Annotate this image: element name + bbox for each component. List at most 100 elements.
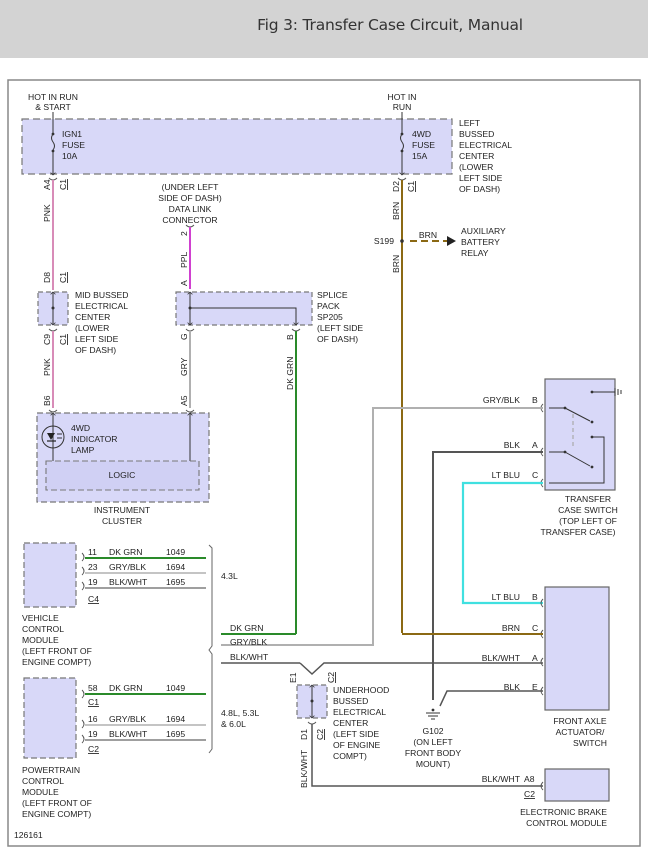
ign1-fuse-label-1: IGN1	[62, 129, 82, 139]
wire-gry-blk	[221, 407, 543, 646]
conn-c2-bot: C2	[315, 729, 325, 740]
pcm-line-4: (LEFT FRONT OF	[22, 798, 92, 808]
cluster-label-2: CLUSTER	[102, 516, 142, 526]
tcs-wire-a-label: BLK	[504, 440, 521, 450]
underhood-junction	[310, 699, 314, 703]
dlc-line-1: (UNDER LEFT	[162, 182, 220, 192]
bus-label-dk-grn: DK GRN	[230, 623, 263, 633]
connector-b6	[48, 409, 58, 413]
pcm-row-1: 58 DK GRN 1049	[88, 683, 185, 693]
g102-line-1: G102	[422, 726, 443, 736]
engine-bracket	[208, 544, 213, 754]
wire-label-pnk-2: PNK	[42, 358, 52, 376]
tcs-pin-b: B	[532, 395, 538, 405]
sp-line-3: SP205	[317, 312, 343, 322]
fa-pin-e: E	[532, 682, 538, 692]
dlc-line-4: CONNECTOR	[162, 215, 217, 225]
vcm-connector-cups	[81, 552, 85, 591]
diagram-frame	[7, 79, 641, 847]
4wd-fuse-label-1: 4WD	[412, 129, 431, 139]
logic-block	[45, 460, 200, 491]
pin-e1: E1	[288, 672, 298, 683]
fa-pin-b: B	[532, 592, 538, 602]
conn-c1-d: C1	[58, 334, 68, 345]
hot-in-run-start-label-1: HOT IN RUN	[28, 92, 78, 102]
engine-43l-label: 4.3L	[221, 571, 238, 581]
pcm-wire-label: DK GRN	[109, 683, 142, 693]
vehicle-control-module	[23, 542, 77, 608]
vcm-wire-label: BLK/WHT	[109, 577, 148, 587]
figure-id: 126161	[14, 830, 43, 840]
vcm-line-5: ENGINE COMPT)	[22, 657, 91, 667]
g102-line-2: (ON LEFT	[413, 737, 453, 747]
g102-line-4: MOUNT)	[416, 759, 451, 769]
tcs-line-4: TRANSFER CASE)	[541, 527, 616, 537]
sp-line-2: PACK	[317, 301, 340, 311]
lbc-line-3: ELECTRICAL	[459, 140, 512, 150]
logic-label: LOGIC	[109, 470, 136, 480]
wire-lt-blu	[461, 481, 543, 605]
ebcm-wire-label: BLK/WHT	[482, 774, 521, 784]
vcm-line-4: (LEFT FRONT OF	[22, 646, 92, 656]
ign1-fuse-icon	[50, 112, 56, 176]
g102-line-3: FRONT BODY	[405, 748, 461, 758]
tcs-pin-a: A	[532, 440, 538, 450]
pin-d1: D1	[299, 729, 309, 740]
vcm-pin: 19	[88, 577, 98, 587]
pin-a5: A5	[179, 395, 189, 406]
wire-blk-axle	[439, 690, 543, 707]
electronic-brake-control-module	[544, 768, 610, 802]
ground-g102-label: G102 (ON LEFT FRONT BODY MOUNT)	[405, 726, 461, 769]
indicator-lamp-icon	[41, 425, 65, 449]
pin-splice-a: A	[179, 280, 189, 286]
pin-b6: B6	[42, 395, 52, 406]
wire-label-brn-2: BRN	[391, 255, 401, 273]
pcm-pin: 19	[88, 729, 98, 739]
dlc-line-3: DATA LINK	[169, 204, 212, 214]
aux-relay-label-1: AUXILIARY	[461, 226, 506, 236]
connector-fa-a	[540, 657, 544, 667]
conn-c1-c: C1	[406, 181, 416, 192]
vcm-circuit: 1695	[166, 577, 185, 587]
data-link-connector-label: (UNDER LEFT SIDE OF DASH) DATA LINK CONN…	[158, 182, 222, 225]
mbc-line-5: LEFT SIDE	[75, 334, 119, 344]
engine-48-label-1: 4.8L, 5.3L	[221, 708, 259, 718]
engine-48-label-2: & 6.0L	[221, 719, 246, 729]
transfer-case-switch-label: TRANSFER CASE SWITCH (TOP LEFT OF TRANSF…	[541, 494, 618, 537]
connector-c9	[48, 328, 58, 332]
vcm-row-3: 19 BLK/WHT 1695	[88, 577, 185, 587]
tcs-pin-c: C	[532, 470, 538, 480]
vcm-row-2: 23 GRY/BLK 1694	[88, 562, 185, 572]
lamp-label-2: INDICATOR	[71, 434, 117, 444]
aux-relay-label-2: BATTERY	[461, 237, 500, 247]
pcm-pin: 58	[88, 683, 98, 693]
fa-wire-c-label: BRN	[502, 623, 520, 633]
wire-label-gry: GRY	[179, 357, 189, 376]
arrow-to-aux-relay-icon	[447, 236, 456, 246]
connector-fa-b	[540, 598, 544, 608]
transfer-case-switch-contacts-icon	[549, 388, 622, 484]
splice-s199-label: S199	[374, 236, 394, 246]
uh-line-1: UNDERHOOD	[333, 685, 389, 695]
figure-header: Fig 3: Transfer Case Circuit, Manual	[0, 0, 648, 58]
tcs-wire-b-label: GRY/BLK	[483, 395, 520, 405]
pcm-connector-c1: C1	[88, 697, 99, 707]
uh-line-4: CENTER	[333, 718, 368, 728]
aux-relay-label-3: RELAY	[461, 248, 489, 258]
ebcm-pin-a8: A8	[524, 774, 535, 784]
pcm-line-3: MODULE	[22, 787, 59, 797]
vcm-pin: 23	[88, 562, 98, 572]
pcm-label: POWERTRAIN CONTROL MODULE (LEFT FRONT OF…	[22, 765, 92, 819]
pcm-line-1: POWERTRAIN	[22, 765, 80, 775]
uh-line-2: BUSSED	[333, 696, 368, 706]
pin-splice-b: B	[285, 334, 295, 340]
front-axle-label: FRONT AXLE ACTUATOR/ SWITCH	[553, 716, 607, 748]
pcm-circuit: 1694	[166, 714, 185, 724]
fa-line-3: SWITCH	[573, 738, 607, 748]
ebcm-connector-c2: C2	[524, 789, 535, 799]
connector-a5	[185, 409, 195, 413]
4wd-fuse-label-3: 15A	[412, 151, 428, 161]
splice-pack-junction	[188, 306, 192, 310]
connector-d2	[397, 177, 407, 181]
mbc-line-4: (LOWER	[75, 323, 109, 333]
